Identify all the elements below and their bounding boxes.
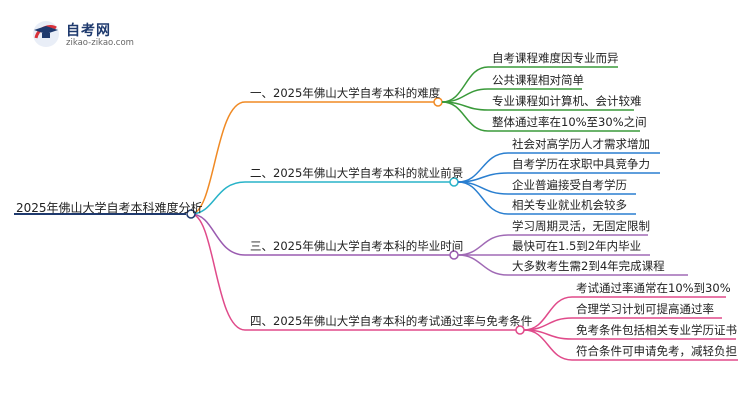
- branch-3-label: 三、2025年佛山大学自考本科的毕业时间: [250, 239, 464, 253]
- root-branch-2-connector: [190, 181, 246, 215]
- leaf-2-1: 社会对高学历人才需求增加: [512, 137, 650, 151]
- logo-title: 自考网: [66, 23, 111, 39]
- leaf-4-3: 免考条件包括相关专业学历证书: [576, 323, 737, 337]
- leaf-4-4-connector: [523, 329, 738, 361]
- root-dot: [186, 209, 196, 219]
- branch-2-label: 二、2025年佛山大学自考本科的就业前景: [250, 166, 464, 180]
- leaf-1-1: 自考课程难度因专业而异: [492, 51, 619, 65]
- leaf-2-4: 相关专业就业机会较多: [512, 198, 627, 212]
- graduation-cap-icon: [33, 21, 59, 47]
- leaf-2-4-connector: [457, 181, 636, 215]
- leaf-1-2-connector: [441, 88, 582, 103]
- branch-4-label: 四、2025年佛山大学自考本科的考试通过率与免考条件: [250, 314, 533, 328]
- leaf-1-4-connector: [441, 101, 640, 132]
- logo-url: zikao-zikao.com: [66, 38, 134, 48]
- leaf-1-2: 公共课程相对简单: [492, 73, 584, 87]
- branch-1-label: 一、2025年佛山大学自考本科的难度: [250, 86, 441, 100]
- root-branch-4-connector: [190, 213, 246, 331]
- leaf-1-3: 专业课程如计算机、会计较难: [492, 94, 642, 108]
- root-node: 2025年佛山大学自考本科难度分析: [16, 201, 203, 215]
- leaf-4-2: 合理学习计划可提高通过率: [576, 302, 714, 316]
- leaf-3-1: 学习周期灵活，无固定限制: [512, 219, 650, 233]
- leaf-3-3: 大多数考生需2到4年完成课程: [512, 259, 665, 273]
- leaf-1-4: 整体通过率在10%至30%之间: [492, 115, 647, 129]
- root-branch-1-connector: [190, 101, 246, 215]
- leaf-2-2: 自考学历在求职中具竞争力: [512, 157, 650, 171]
- leaf-4-4: 符合条件可申请免考，减轻负担: [576, 344, 737, 358]
- root-branch-3-connector: [190, 213, 246, 256]
- leaf-4-1: 考试通过率通常在10%到30%: [576, 281, 731, 295]
- leaf-3-3-connector: [457, 254, 688, 276]
- leaf-3-2: 最快可在1.5到2年内毕业: [512, 239, 642, 253]
- leaf-2-3: 企业普遍接受自考学历: [512, 178, 627, 192]
- logo: [30, 18, 150, 52]
- leaf-4-2-connector: [523, 317, 722, 331]
